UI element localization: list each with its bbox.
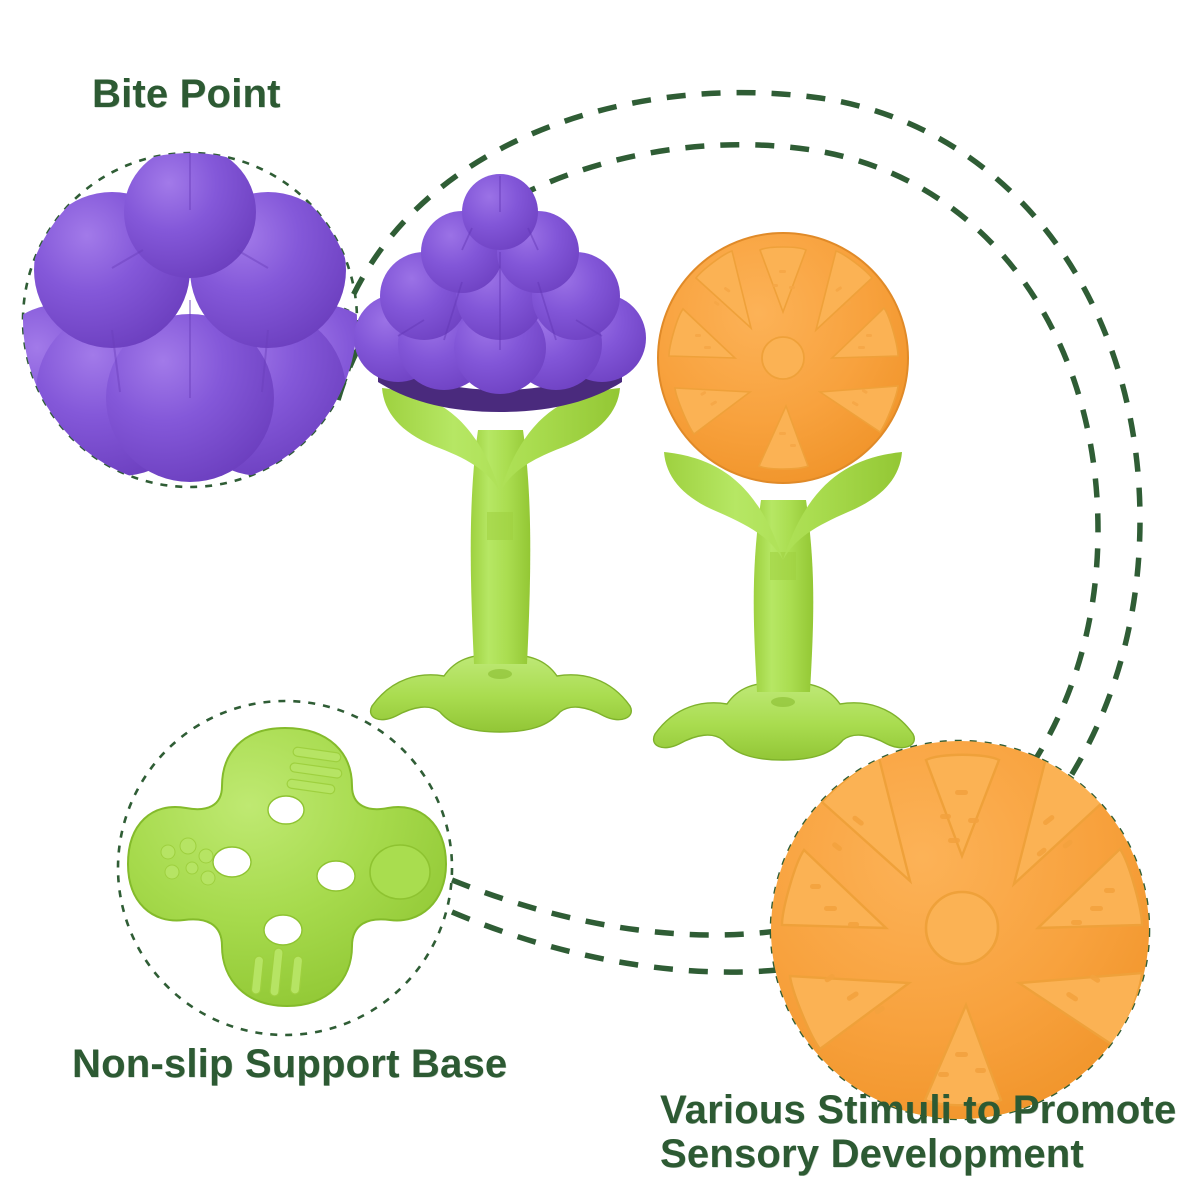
orange-segments — [668, 246, 899, 470]
orange-slice-head — [657, 232, 909, 484]
orange-closeup-speckles — [810, 790, 1115, 1077]
orange-closeup-segments — [780, 753, 1144, 1107]
suction-base-closeup — [126, 726, 448, 1008]
callout-label-bite-point: Bite Point — [92, 72, 281, 116]
grape-handle-stem — [470, 430, 531, 664]
grape-handle-grip — [487, 512, 513, 540]
base-clover-body — [126, 726, 448, 1008]
grape-cluster-head — [354, 174, 646, 394]
base-holes — [212, 795, 356, 946]
grape-shadow-band — [378, 356, 622, 412]
product-grape-teether — [354, 174, 646, 733]
grape-suction-base — [369, 653, 632, 733]
grape-bead-top — [124, 153, 256, 278]
grape-collar — [382, 388, 620, 492]
base-bump — [369, 844, 431, 900]
base-ridges-bottom — [250, 947, 304, 997]
orange-suction-base — [652, 681, 915, 761]
bite-point-closeup — [23, 153, 357, 482]
base-ridges-top — [286, 746, 343, 795]
orange-handle-stem — [753, 500, 814, 692]
orange-speckles — [695, 270, 872, 447]
orange-slice-closeup — [771, 741, 1149, 1119]
orange-handle-grip — [770, 552, 796, 580]
base-dot-cluster — [160, 837, 216, 886]
grape-seams — [111, 153, 269, 398]
orange-base-hole — [771, 697, 795, 707]
orange-collar — [664, 452, 902, 560]
orange-center-hub — [761, 336, 805, 380]
product-orange-teether — [652, 232, 915, 761]
grape-base-hole — [488, 669, 512, 679]
grape-bead-row-bottom — [23, 304, 357, 482]
callout-label-non-slip-base: Non-slip Support Base — [72, 1042, 508, 1086]
connector-arc-inner — [335, 141, 1101, 921]
callout-label-sensory-stimuli: Various Stimuli to Promote Sensory Devel… — [660, 1088, 1177, 1176]
orange-closeup-hub — [924, 890, 1000, 966]
callout-circle-base — [116, 699, 454, 1037]
